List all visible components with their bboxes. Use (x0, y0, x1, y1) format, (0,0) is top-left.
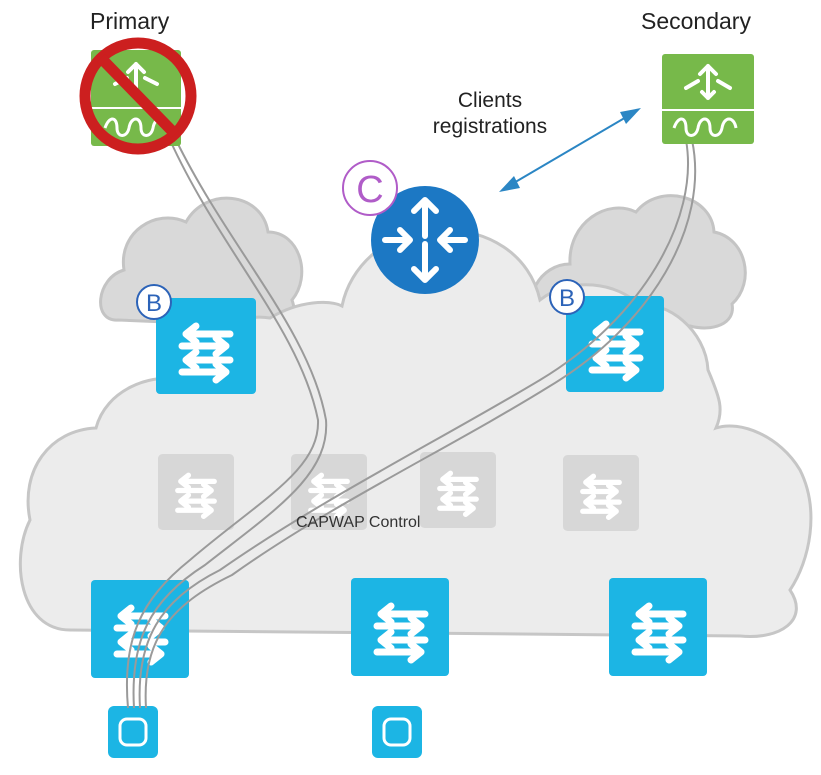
clients-registrations-label: Clients registrations (410, 88, 570, 140)
clients-label-line2: registrations (432, 115, 548, 138)
control-plane-router (371, 186, 479, 294)
border-switch-left (156, 298, 256, 394)
capwap-control-label: CAPWAP Control (296, 514, 421, 531)
border-badge-left-text: B (146, 290, 162, 317)
client-registration-arrow (499, 108, 641, 192)
intermediate-switch (158, 454, 234, 530)
border-badge-right-text: B (559, 285, 575, 312)
access-point (372, 706, 422, 758)
secondary-label: Secondary (641, 8, 751, 34)
control-plane-badge: C (342, 160, 398, 216)
intermediate-switch (563, 455, 639, 531)
access-point (108, 706, 158, 758)
border-badge-left: B (136, 284, 172, 320)
border-switch-right (566, 296, 664, 392)
edge-switch (609, 578, 707, 676)
intermediate-switch (420, 452, 496, 528)
edge-switch (351, 578, 449, 676)
prohibited-icon (79, 37, 197, 155)
primary-label: Primary (90, 8, 170, 34)
secondary-wlc (662, 54, 754, 144)
clients-label-line1: Clients (457, 89, 523, 112)
edge-switch (91, 580, 189, 678)
capwap-tunnels (125, 139, 697, 709)
control-plane-badge-text: C (356, 169, 383, 211)
border-badge-right: B (549, 279, 585, 315)
